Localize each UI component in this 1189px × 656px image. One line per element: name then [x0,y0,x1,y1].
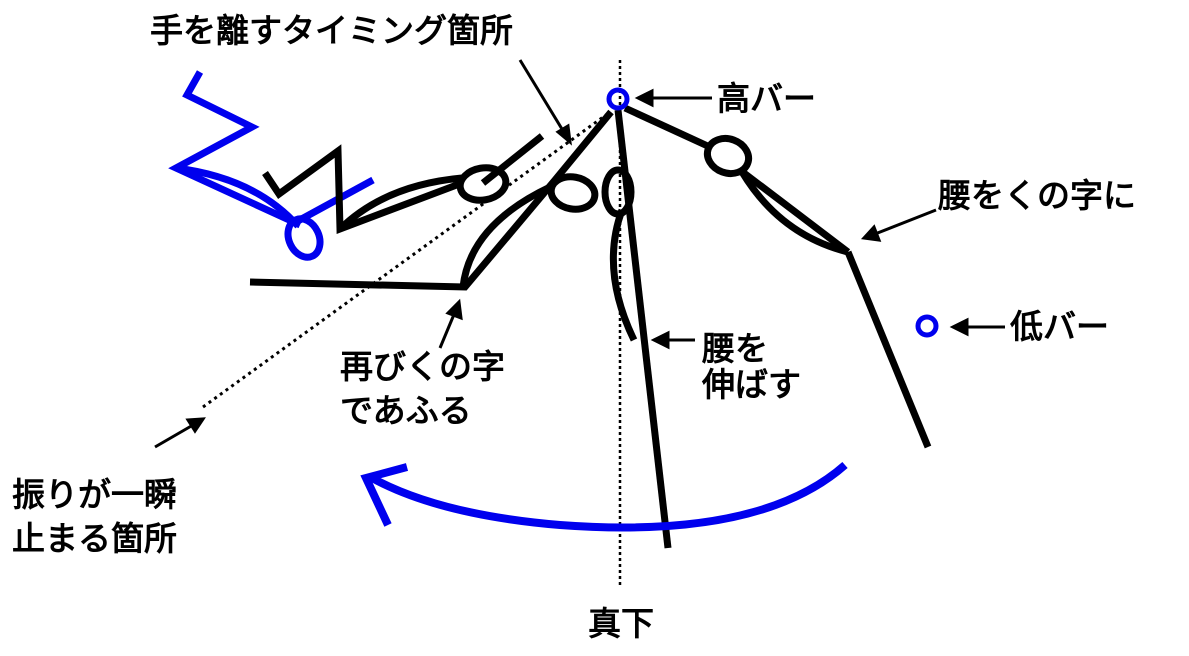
figure-position-5 [623,104,932,449]
hip-extend-label-2: 伸ばす [702,365,801,404]
hip-extend-label-1: 腰を [702,329,768,368]
release-point-label: 手を離すタイミング箇所 [150,11,513,50]
figure-position-4 [601,109,672,549]
low-bar-marker [915,314,939,338]
figure-position-2 [262,133,545,235]
directly-below-label: 真下 [588,604,654,643]
pause-label-2: 止まる箇所 [12,519,177,558]
hip-bend-label: 腰をくの字に [938,176,1136,215]
rebend-label-2: であふる [340,391,472,430]
rebend-label-1: 再びくの字 [340,347,505,386]
pause-label-1: 振りが一瞬 [12,475,177,514]
swing-direction-arrow [360,461,848,532]
figure-release-blue [168,70,375,261]
figure-position-3 [249,109,614,291]
high-bar-marker [606,87,630,111]
callout-arrows [154,59,1005,449]
high-bar-label: 高バー [717,79,816,118]
low-bar-label: 低バー [1010,307,1109,346]
